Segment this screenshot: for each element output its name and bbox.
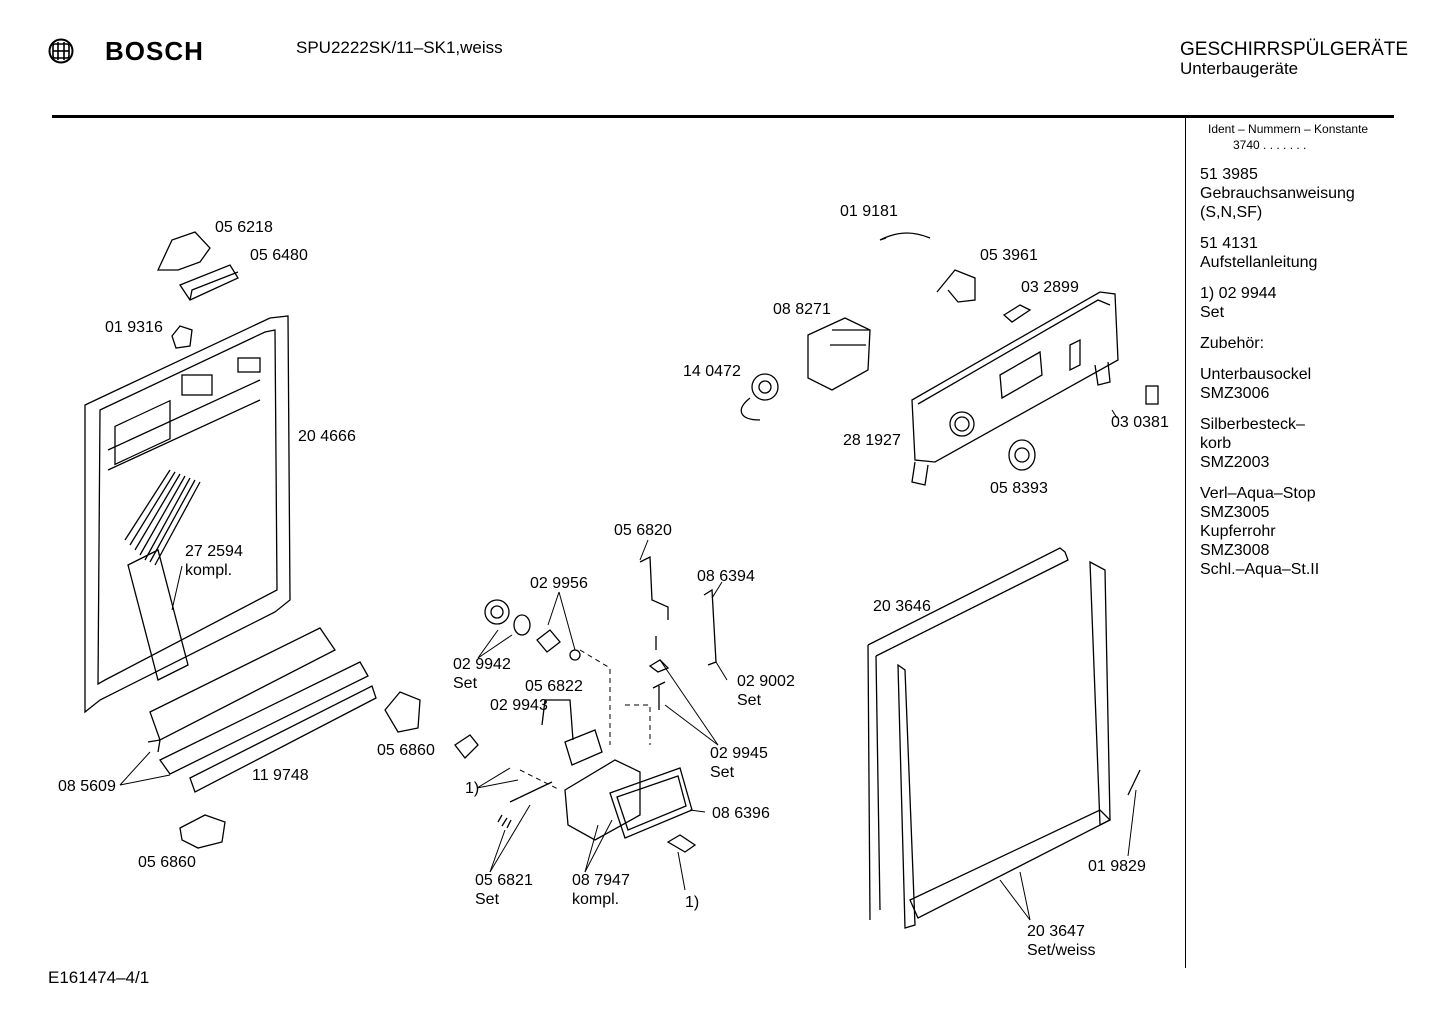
part-label: 03 2899 <box>1021 279 1079 296</box>
sidebar-line: Zubehör: <box>1200 335 1265 352</box>
part-label: 05 6820 <box>614 522 672 539</box>
header-divider <box>52 115 1394 118</box>
sidebar-line: Silberbesteck– <box>1200 416 1305 433</box>
part-label: 08 7947 <box>572 872 630 889</box>
part-label: Set/weiss <box>1027 942 1096 959</box>
part-label: 08 6396 <box>712 805 770 822</box>
ident-title: Ident – Nummern – Konstante <box>1208 122 1369 136</box>
part-label: 02 9942 <box>453 656 511 673</box>
sidebar-line: SMZ3006 <box>1200 385 1270 402</box>
part-label: Set <box>475 891 500 908</box>
inner-door-frame <box>84 315 291 714</box>
model-number: SPU2222SK/11–SK1,weiss <box>296 38 503 57</box>
ident-value: 3740 . . . . . . . <box>1233 138 1307 152</box>
sidebar-line: SMZ3008 <box>1200 542 1270 559</box>
category-title: GESCHIRRSPÜLGERÄTE <box>1180 39 1409 60</box>
sidebar-line: Verl–Aqua–Stop <box>1200 485 1316 502</box>
sidebar-divider <box>1185 118 1186 968</box>
sidebar-line: Unterbausockel <box>1200 366 1312 383</box>
part-label: 02 9956 <box>530 575 588 592</box>
outer-door-frame <box>867 547 1141 929</box>
part-label: 11 9748 <box>252 767 309 784</box>
sidebar-line: SMZ3005 <box>1200 504 1270 521</box>
part-label: 05 6860 <box>138 854 196 871</box>
part-label: 05 6822 <box>525 678 583 695</box>
foot-part <box>384 691 421 733</box>
part-label: 27 2594 <box>185 543 243 560</box>
part-label: 08 6394 <box>697 568 755 585</box>
part-label: 05 3961 <box>980 247 1038 264</box>
timer-unit <box>740 232 1032 421</box>
part-label: 28 1927 <box>843 432 901 449</box>
part-label: 01 9316 <box>105 319 163 336</box>
exploded-parts-diagram <box>84 231 1159 929</box>
part-label: 14 0472 <box>683 363 741 380</box>
drawing-id: E161474–4/1 <box>48 968 150 987</box>
sidebar-line: 51 3985 <box>1200 166 1258 183</box>
part-label: 05 8393 <box>990 480 1048 497</box>
bottom-rails <box>147 627 377 793</box>
sidebar-line: Gebrauchsanweisung <box>1200 185 1355 202</box>
sidebar-line: Kupferrohr <box>1200 523 1276 540</box>
part-label: 20 4666 <box>298 428 356 445</box>
part-label: Set <box>737 692 762 709</box>
sidebar-line: Aufstellanleitung <box>1200 254 1318 271</box>
bosch-logo-icon <box>48 38 74 64</box>
clip-part <box>171 325 193 349</box>
part-label: 02 9943 <box>490 697 548 714</box>
subcategory-title: Unterbaugeräte <box>1180 59 1299 78</box>
part-label: 02 9945 <box>710 745 768 762</box>
sidebar-line: 1) 02 9944 <box>1200 285 1277 302</box>
part-label: 05 6821 <box>475 872 533 889</box>
part-label: 02 9002 <box>737 673 795 690</box>
control-panel <box>911 291 1159 486</box>
part-label: 1) <box>685 894 700 911</box>
part-label: Set <box>710 764 735 781</box>
brand-name: BOSCH <box>105 36 204 66</box>
part-label: kompl. <box>572 891 620 908</box>
part-label: 08 8271 <box>773 301 831 318</box>
part-label: 03 0381 <box>1111 414 1169 431</box>
part-label: 1) <box>465 780 480 797</box>
part-label: Set <box>453 675 478 692</box>
foot-part <box>179 814 226 849</box>
sidebar-line: SMZ2003 <box>1200 454 1270 471</box>
part-label: 01 9829 <box>1088 858 1146 875</box>
part-label: 05 6480 <box>250 247 308 264</box>
door-lock-part <box>156 231 239 301</box>
sidebar-line: (S,N,SF) <box>1200 204 1263 221</box>
part-label: 01 9181 <box>840 203 898 220</box>
sidebar-line: Schl.–Aqua–St.II <box>1200 561 1320 578</box>
leader-lines <box>119 409 1137 921</box>
sidebar-line: korb <box>1200 435 1232 452</box>
part-label: 20 3647 <box>1027 923 1085 940</box>
part-label: 20 3646 <box>873 598 931 615</box>
part-label: kompl. <box>185 562 233 579</box>
sidebar-line: 51 4131 <box>1200 235 1258 252</box>
part-label: 05 6218 <box>215 219 273 236</box>
part-label: 08 5609 <box>58 778 116 795</box>
sidebar-line: Set <box>1200 304 1225 321</box>
part-label: 05 6860 <box>377 742 435 759</box>
assembly-dashed-lines <box>519 649 651 791</box>
